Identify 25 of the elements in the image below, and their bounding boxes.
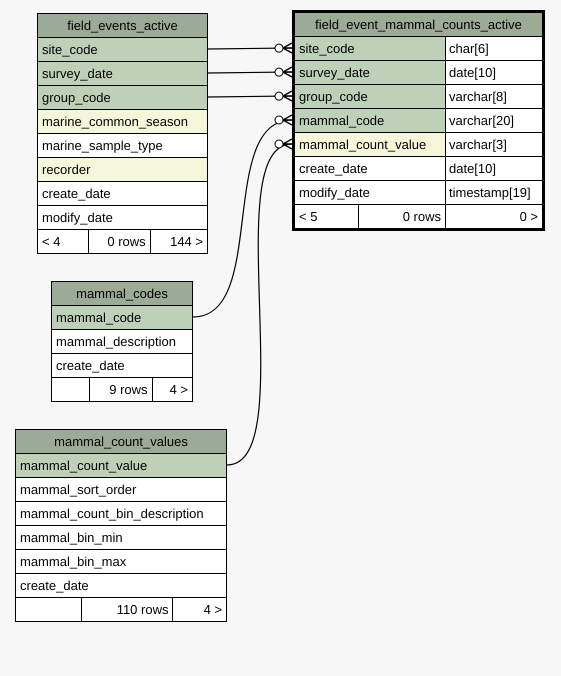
column-name: site_code bbox=[38, 38, 207, 61]
relationship-connector bbox=[208, 66, 293, 78]
column-name: mammal_code bbox=[52, 306, 192, 329]
column-name: site_code bbox=[295, 37, 445, 60]
column-name: group_code bbox=[38, 86, 207, 109]
table-card bbox=[51, 281, 193, 402]
table-title: field_events_active bbox=[38, 14, 207, 37]
table-title: mammal_count_values bbox=[16, 430, 226, 453]
column-name: survey_date bbox=[38, 62, 207, 85]
column-name: group_code bbox=[295, 85, 445, 108]
table-card bbox=[37, 13, 208, 254]
table-title: field_event_mammal_counts_active bbox=[295, 13, 542, 36]
table-title: mammal_codes bbox=[52, 282, 192, 305]
column-name: marine_common_season bbox=[38, 110, 207, 133]
column-name: recorder bbox=[38, 158, 207, 181]
relationship-connector bbox=[192, 114, 294, 318]
column-name: mammal_count_value bbox=[295, 133, 445, 156]
relationship-connector bbox=[208, 42, 293, 54]
column-name: mammal_count_value bbox=[16, 454, 226, 477]
footer-cell: 110 rows bbox=[81, 598, 172, 621]
relationship-connector bbox=[208, 90, 293, 102]
table-card bbox=[15, 429, 227, 622]
table-card bbox=[292, 10, 545, 231]
column-name: survey_date bbox=[295, 61, 445, 84]
column-name: mammal_code bbox=[295, 109, 445, 132]
